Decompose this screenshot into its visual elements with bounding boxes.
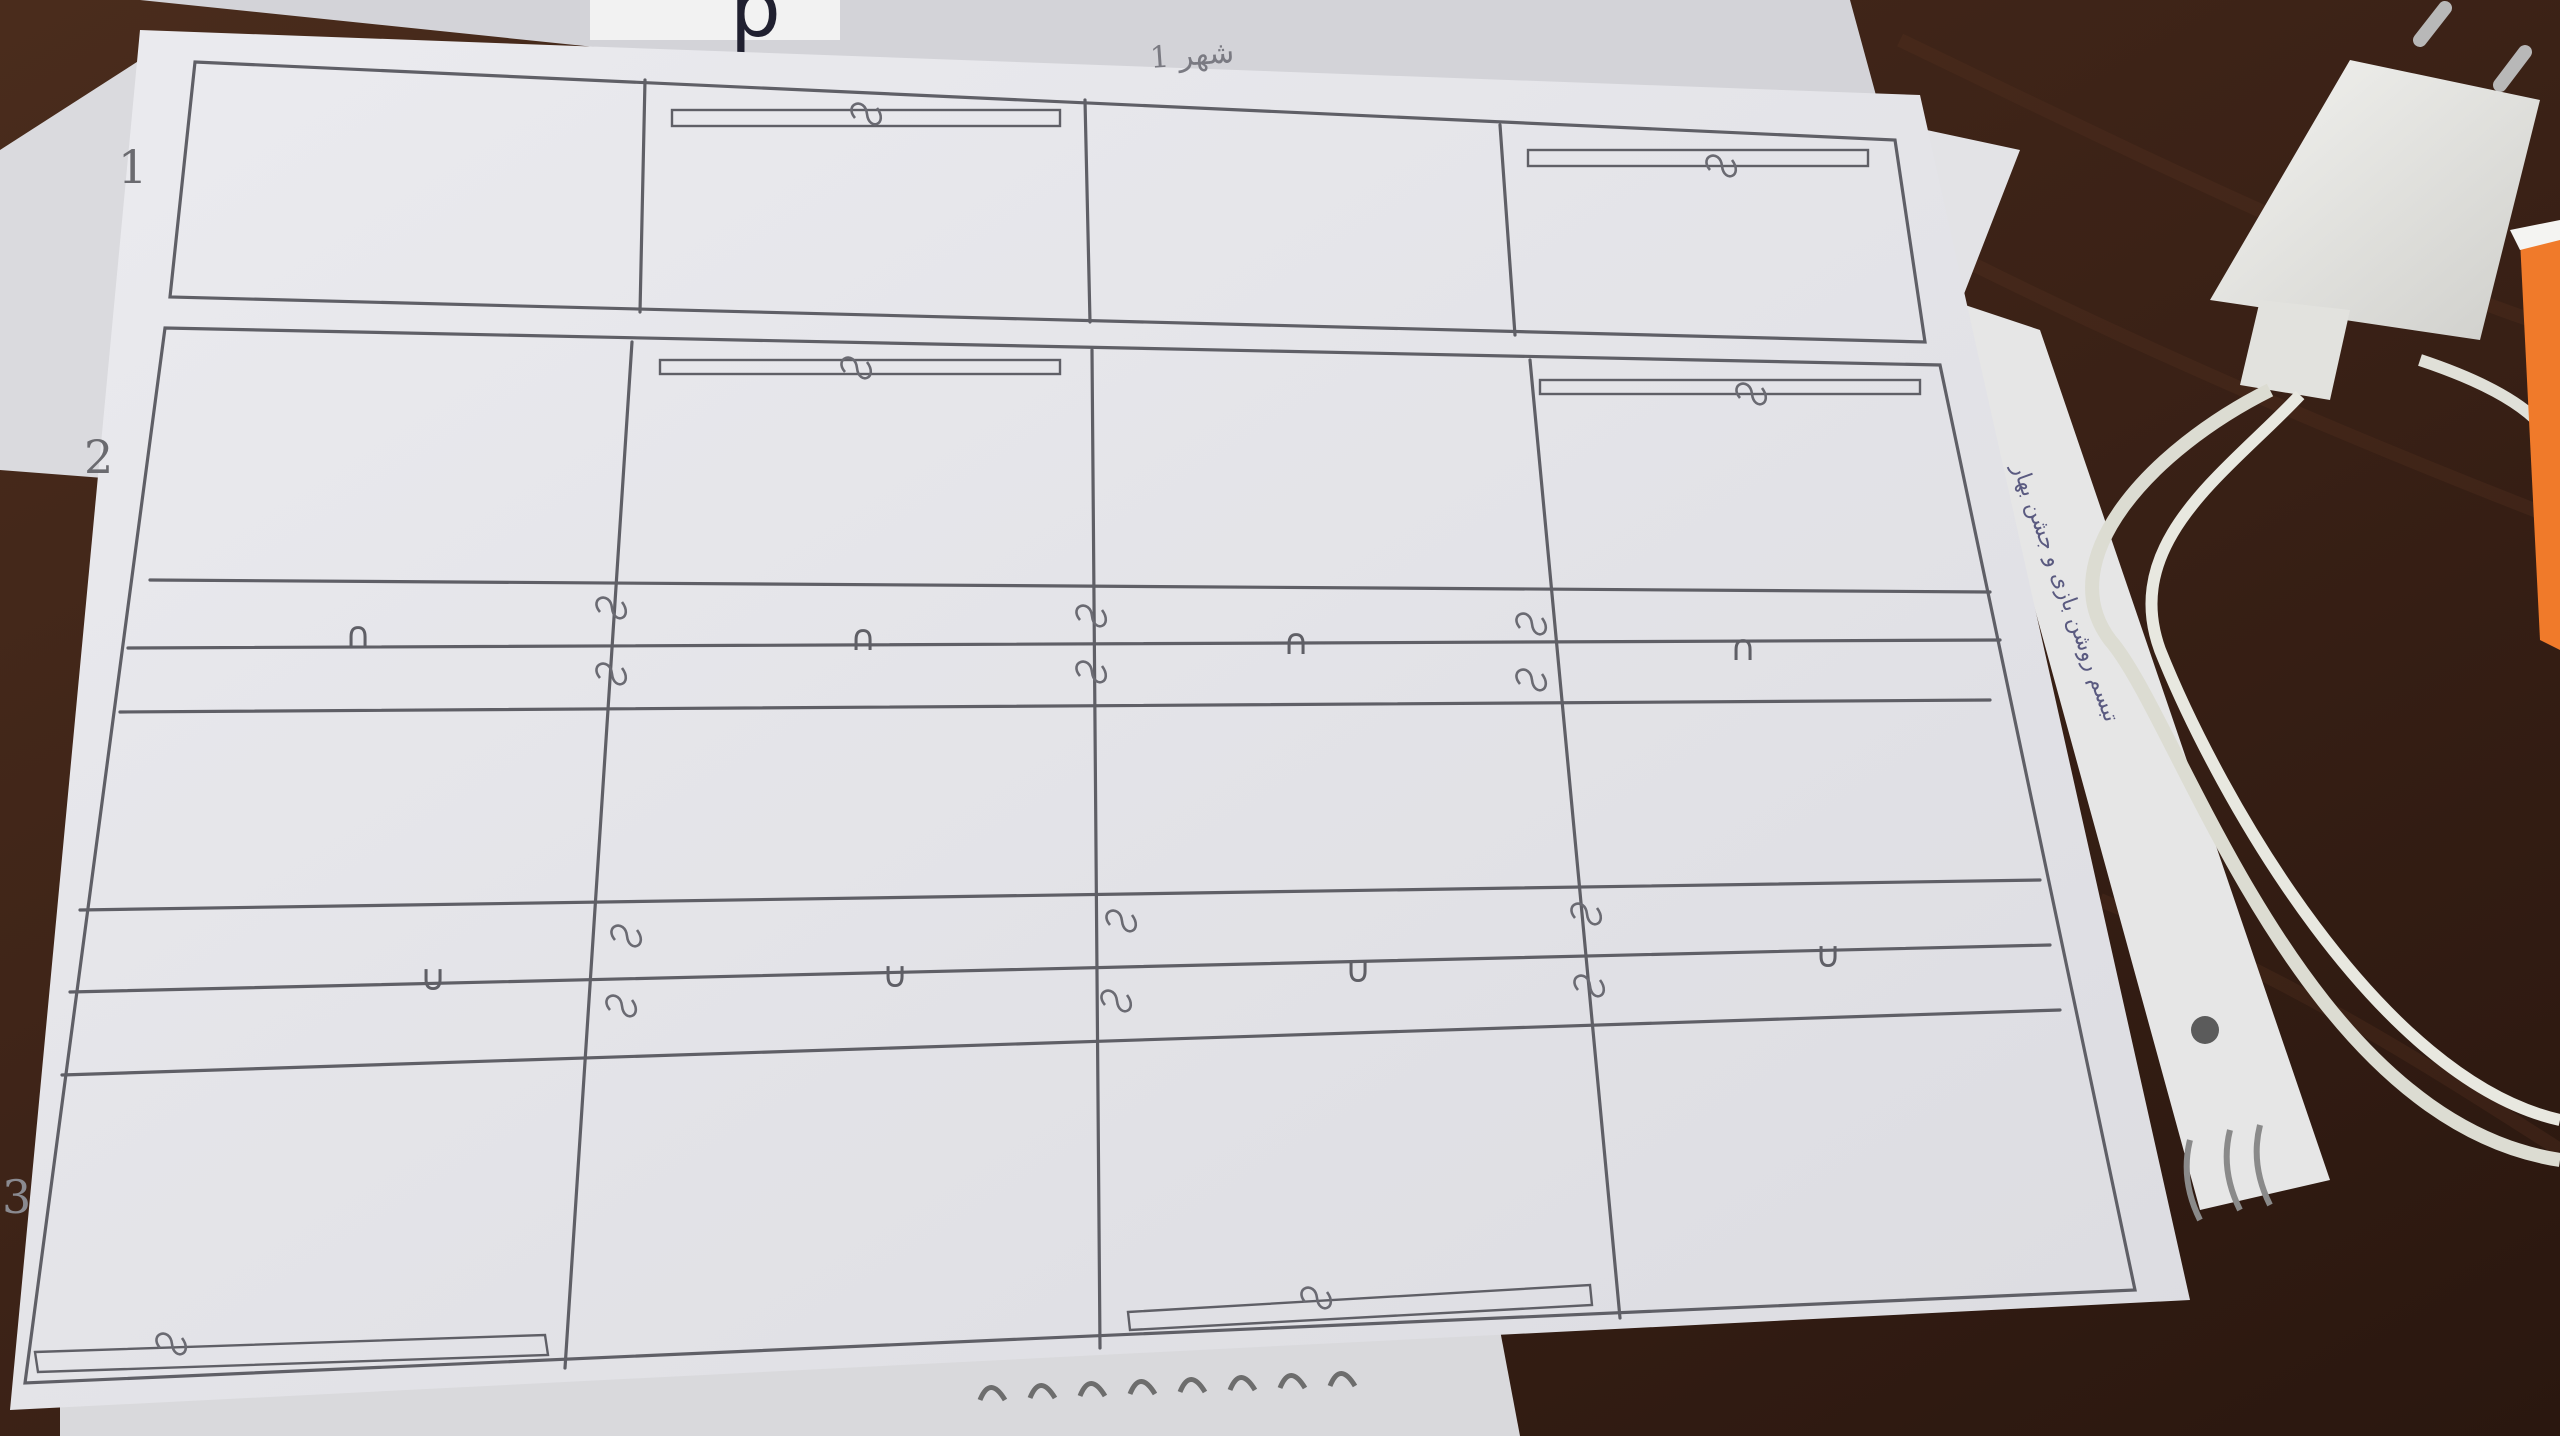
bottom-strip — [1126, 1283, 1594, 1332]
column-divider — [563, 340, 634, 1370]
lower-mark: ∪ — [1345, 950, 1372, 991]
band-line — [68, 943, 2052, 994]
back-paper-left — [0, 60, 140, 480]
row1-strip — [1526, 148, 1870, 168]
charger-cable — [2085, 383, 2560, 1167]
lower-mark: ∪ — [1815, 935, 1842, 976]
marker-cap — [2510, 220, 2560, 250]
row1-divider — [1083, 98, 1092, 324]
band-line — [148, 578, 1992, 594]
upper-mark: ∩ — [1730, 628, 1757, 669]
row-label-2: 2 — [84, 430, 114, 484]
charger-cable — [2145, 390, 2560, 1126]
spiral-rings-right — [2183, 1124, 2273, 1222]
band-line — [60, 1008, 2062, 1077]
knot-doodles — [155, 102, 1768, 1356]
upper-mark: ∩ — [850, 618, 877, 659]
charger-prong — [2493, 45, 2532, 92]
sketch-sheet — [10, 30, 2190, 1410]
orange-marker — [2520, 230, 2560, 650]
spiral-rings-bottom — [977, 1371, 1358, 1402]
binding-hole — [2191, 1016, 2219, 1044]
row-label-1: 1 — [118, 140, 148, 194]
lower-mark: ∪ — [420, 958, 447, 999]
pencil-grid — [23, 60, 2137, 1385]
row-label-3: 3 — [2, 1170, 32, 1224]
printed-letter: p — [730, 0, 781, 55]
spiral-notebook-edge — [1950, 300, 2330, 1210]
row1-divider — [1498, 123, 1517, 337]
main-frame — [23, 326, 2137, 1385]
upper-mark: ∩ — [345, 615, 372, 656]
band-line — [118, 698, 1992, 714]
margin-note-top: ﺷﻬﺮ 1 — [1148, 35, 1236, 76]
charger-body — [2210, 60, 2540, 340]
charger-prong — [2413, 1, 2452, 47]
column-divider — [1528, 358, 1622, 1320]
row1-divider — [638, 78, 647, 314]
band-line — [126, 638, 2002, 650]
upper-mark: ∩ — [1283, 622, 1310, 663]
band-line — [78, 878, 2042, 912]
row1-frame — [168, 60, 1927, 344]
row2-strip — [1538, 378, 1922, 396]
usb-charger — [2210, 1, 2540, 400]
usb-plug — [2240, 300, 2350, 400]
lower-mark: ∪ — [882, 955, 909, 996]
column-divider — [1090, 348, 1102, 1350]
bottom-strip — [33, 1333, 550, 1374]
bottom-notebook-edge — [60, 1330, 1520, 1436]
printed-strip — [590, 0, 840, 40]
